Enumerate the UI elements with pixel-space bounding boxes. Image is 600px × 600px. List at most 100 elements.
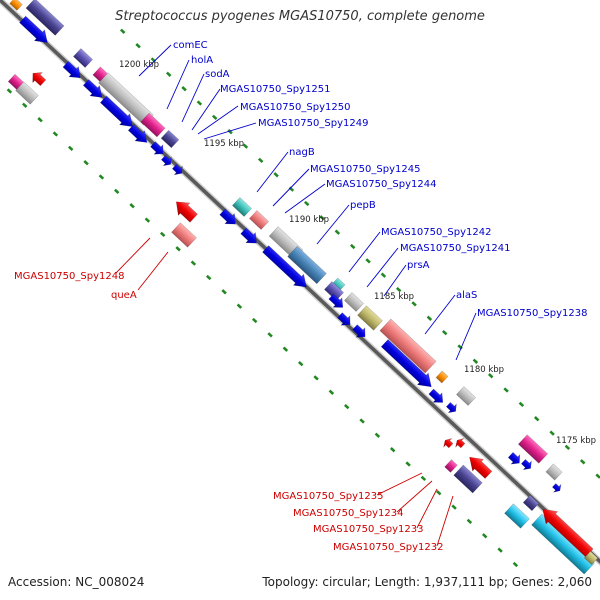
feature-pink-3[interactable] <box>517 434 549 464</box>
leader-line <box>376 472 423 496</box>
feature-pink-3-shape <box>517 434 549 464</box>
feature-salmon-mid[interactable] <box>249 210 269 230</box>
feature-navy-3[interactable] <box>522 494 540 512</box>
feature-navy-top[interactable] <box>25 0 65 36</box>
feature-cyan-1[interactable] <box>504 503 530 529</box>
gene-label-sodA[interactable]: sodA <box>205 69 230 80</box>
feature-blue-4[interactable] <box>126 122 152 147</box>
feature-navy-top-shape <box>25 0 65 36</box>
feature-navy-2[interactable] <box>160 129 180 149</box>
feature-navy-2-shape <box>160 129 180 149</box>
leader-line <box>138 44 172 77</box>
gene-label-spy1245[interactable]: MGAS10750_Spy1245 <box>310 164 420 175</box>
feature-blue-top[interactable] <box>17 14 52 48</box>
tick-dot <box>119 28 126 34</box>
gene-label-alaS[interactable]: alaS <box>456 290 477 301</box>
feature-blue-11[interactable] <box>327 292 348 312</box>
feature-blue-10[interactable] <box>260 243 311 292</box>
feature-teal-nagB[interactable] <box>232 197 252 217</box>
feature-blue-14[interactable] <box>379 337 437 392</box>
feature-orange-2[interactable] <box>435 370 449 384</box>
feature-purple-2[interactable] <box>324 281 344 301</box>
feature-blue-16[interactable] <box>444 400 460 416</box>
feature-red-bottom[interactable] <box>537 503 595 559</box>
feature-red-small-2[interactable] <box>453 436 467 450</box>
gene-label-spy1248[interactable]: MGAS10750_Spy1248 <box>14 271 124 282</box>
gene-label-prsA[interactable]: prsA <box>407 260 430 271</box>
feature-gray-left[interactable] <box>15 81 39 105</box>
feature-blue-9[interactable] <box>239 226 262 249</box>
feature-blue-17[interactable] <box>506 450 524 468</box>
tick-dot <box>319 215 325 221</box>
feature-salmon-queA[interactable] <box>171 222 197 248</box>
feature-red-spy1235[interactable] <box>464 451 494 480</box>
tick-dot <box>257 157 264 164</box>
gene-label-spy1249[interactable]: MGAS10750_Spy1249 <box>258 118 368 129</box>
gene-label-spy1235[interactable]: MGAS10750_Spy1235 <box>273 491 383 502</box>
feature-blue-12[interactable] <box>335 310 354 329</box>
gene-label-spy1251[interactable]: MGAS10750_Spy1251 <box>220 84 330 95</box>
tick-dot <box>334 229 341 235</box>
feature-olive-bottom[interactable] <box>583 550 599 566</box>
feature-blue-17-shape <box>507 451 521 465</box>
feature-purple-2-shape <box>324 281 344 301</box>
gene-label-spy1242[interactable]: MGAS10750_Spy1242 <box>381 227 491 238</box>
gene-label-spy1233[interactable]: MGAS10750_Spy1233 <box>313 524 423 535</box>
feature-blue-13-shape <box>352 324 366 338</box>
feature-pink-spy1234[interactable] <box>444 459 458 473</box>
feature-pink-spy1234-shape <box>444 459 458 473</box>
tick-dot <box>549 430 555 436</box>
tick-label-1185: 1185 kbp <box>374 292 414 302</box>
gene-label-spy1232[interactable]: MGAS10750_Spy1232 <box>333 542 443 553</box>
gene-label-pepB[interactable]: pepB <box>350 200 376 211</box>
tick-dot <box>426 315 433 321</box>
tick-dot <box>313 375 319 381</box>
feature-pink-sodA[interactable] <box>140 112 166 138</box>
feature-blue-8-shape <box>219 208 236 225</box>
feature-blue-3[interactable] <box>98 94 137 132</box>
feature-blue-19[interactable] <box>550 481 563 494</box>
leader-line <box>416 488 438 529</box>
tick-dot <box>303 200 310 207</box>
leader-line <box>366 247 399 288</box>
feature-orange-top[interactable] <box>9 0 23 11</box>
tick-dot <box>349 243 356 250</box>
leader-line <box>115 237 151 274</box>
tick-dot <box>273 172 279 178</box>
feature-blue-2[interactable] <box>81 77 107 102</box>
gene-label-queA[interactable]: queA <box>111 290 137 301</box>
tick-dot <box>282 346 289 352</box>
feature-blue-6[interactable] <box>159 153 175 169</box>
feature-blue-13[interactable] <box>350 322 369 341</box>
feature-salmon-alaS[interactable] <box>379 318 437 374</box>
gene-label-comEC[interactable]: comEC <box>173 40 208 51</box>
map-title: Streptococcus pyogenes MGAS10750, comple… <box>115 9 485 24</box>
gene-label-spy1238[interactable]: MGAS10750_Spy1238 <box>477 308 587 319</box>
feature-navy-spy1233[interactable] <box>453 464 483 494</box>
gene-label-spy1241[interactable]: MGAS10750_Spy1241 <box>400 243 510 254</box>
feature-blue-15[interactable] <box>427 387 448 407</box>
feature-steel-pepB[interactable] <box>287 245 327 285</box>
feature-gray-3[interactable] <box>456 386 476 406</box>
feature-gray-4-shape <box>545 463 563 481</box>
feature-red-spy1248[interactable] <box>170 196 199 225</box>
feature-blue-7[interactable] <box>170 162 186 178</box>
gene-label-nagB[interactable]: nagB <box>289 147 315 158</box>
feature-blue-18[interactable] <box>519 457 535 473</box>
feature-blue-1[interactable] <box>61 59 85 83</box>
feature-purple-1[interactable] <box>73 48 93 68</box>
gene-label-spy1250[interactable]: MGAS10750_Spy1250 <box>240 102 350 113</box>
feature-red-small-1[interactable] <box>441 436 455 450</box>
feature-blue-8[interactable] <box>218 207 241 230</box>
feature-gray-2[interactable] <box>344 292 364 312</box>
gene-label-spy1234[interactable]: MGAS10750_Spy1234 <box>293 508 403 519</box>
feature-olive-prsA[interactable] <box>357 305 383 331</box>
tick-dot <box>242 143 249 149</box>
tick-dot <box>328 389 335 395</box>
feature-gray-4[interactable] <box>545 463 563 481</box>
gene-label-spy1244[interactable]: MGAS10750_Spy1244 <box>326 179 436 190</box>
gene-label-holA[interactable]: holA <box>191 55 213 66</box>
feature-blue-5[interactable] <box>148 139 167 158</box>
feature-blue-2-shape <box>82 79 103 98</box>
feature-red-left[interactable] <box>28 68 48 88</box>
